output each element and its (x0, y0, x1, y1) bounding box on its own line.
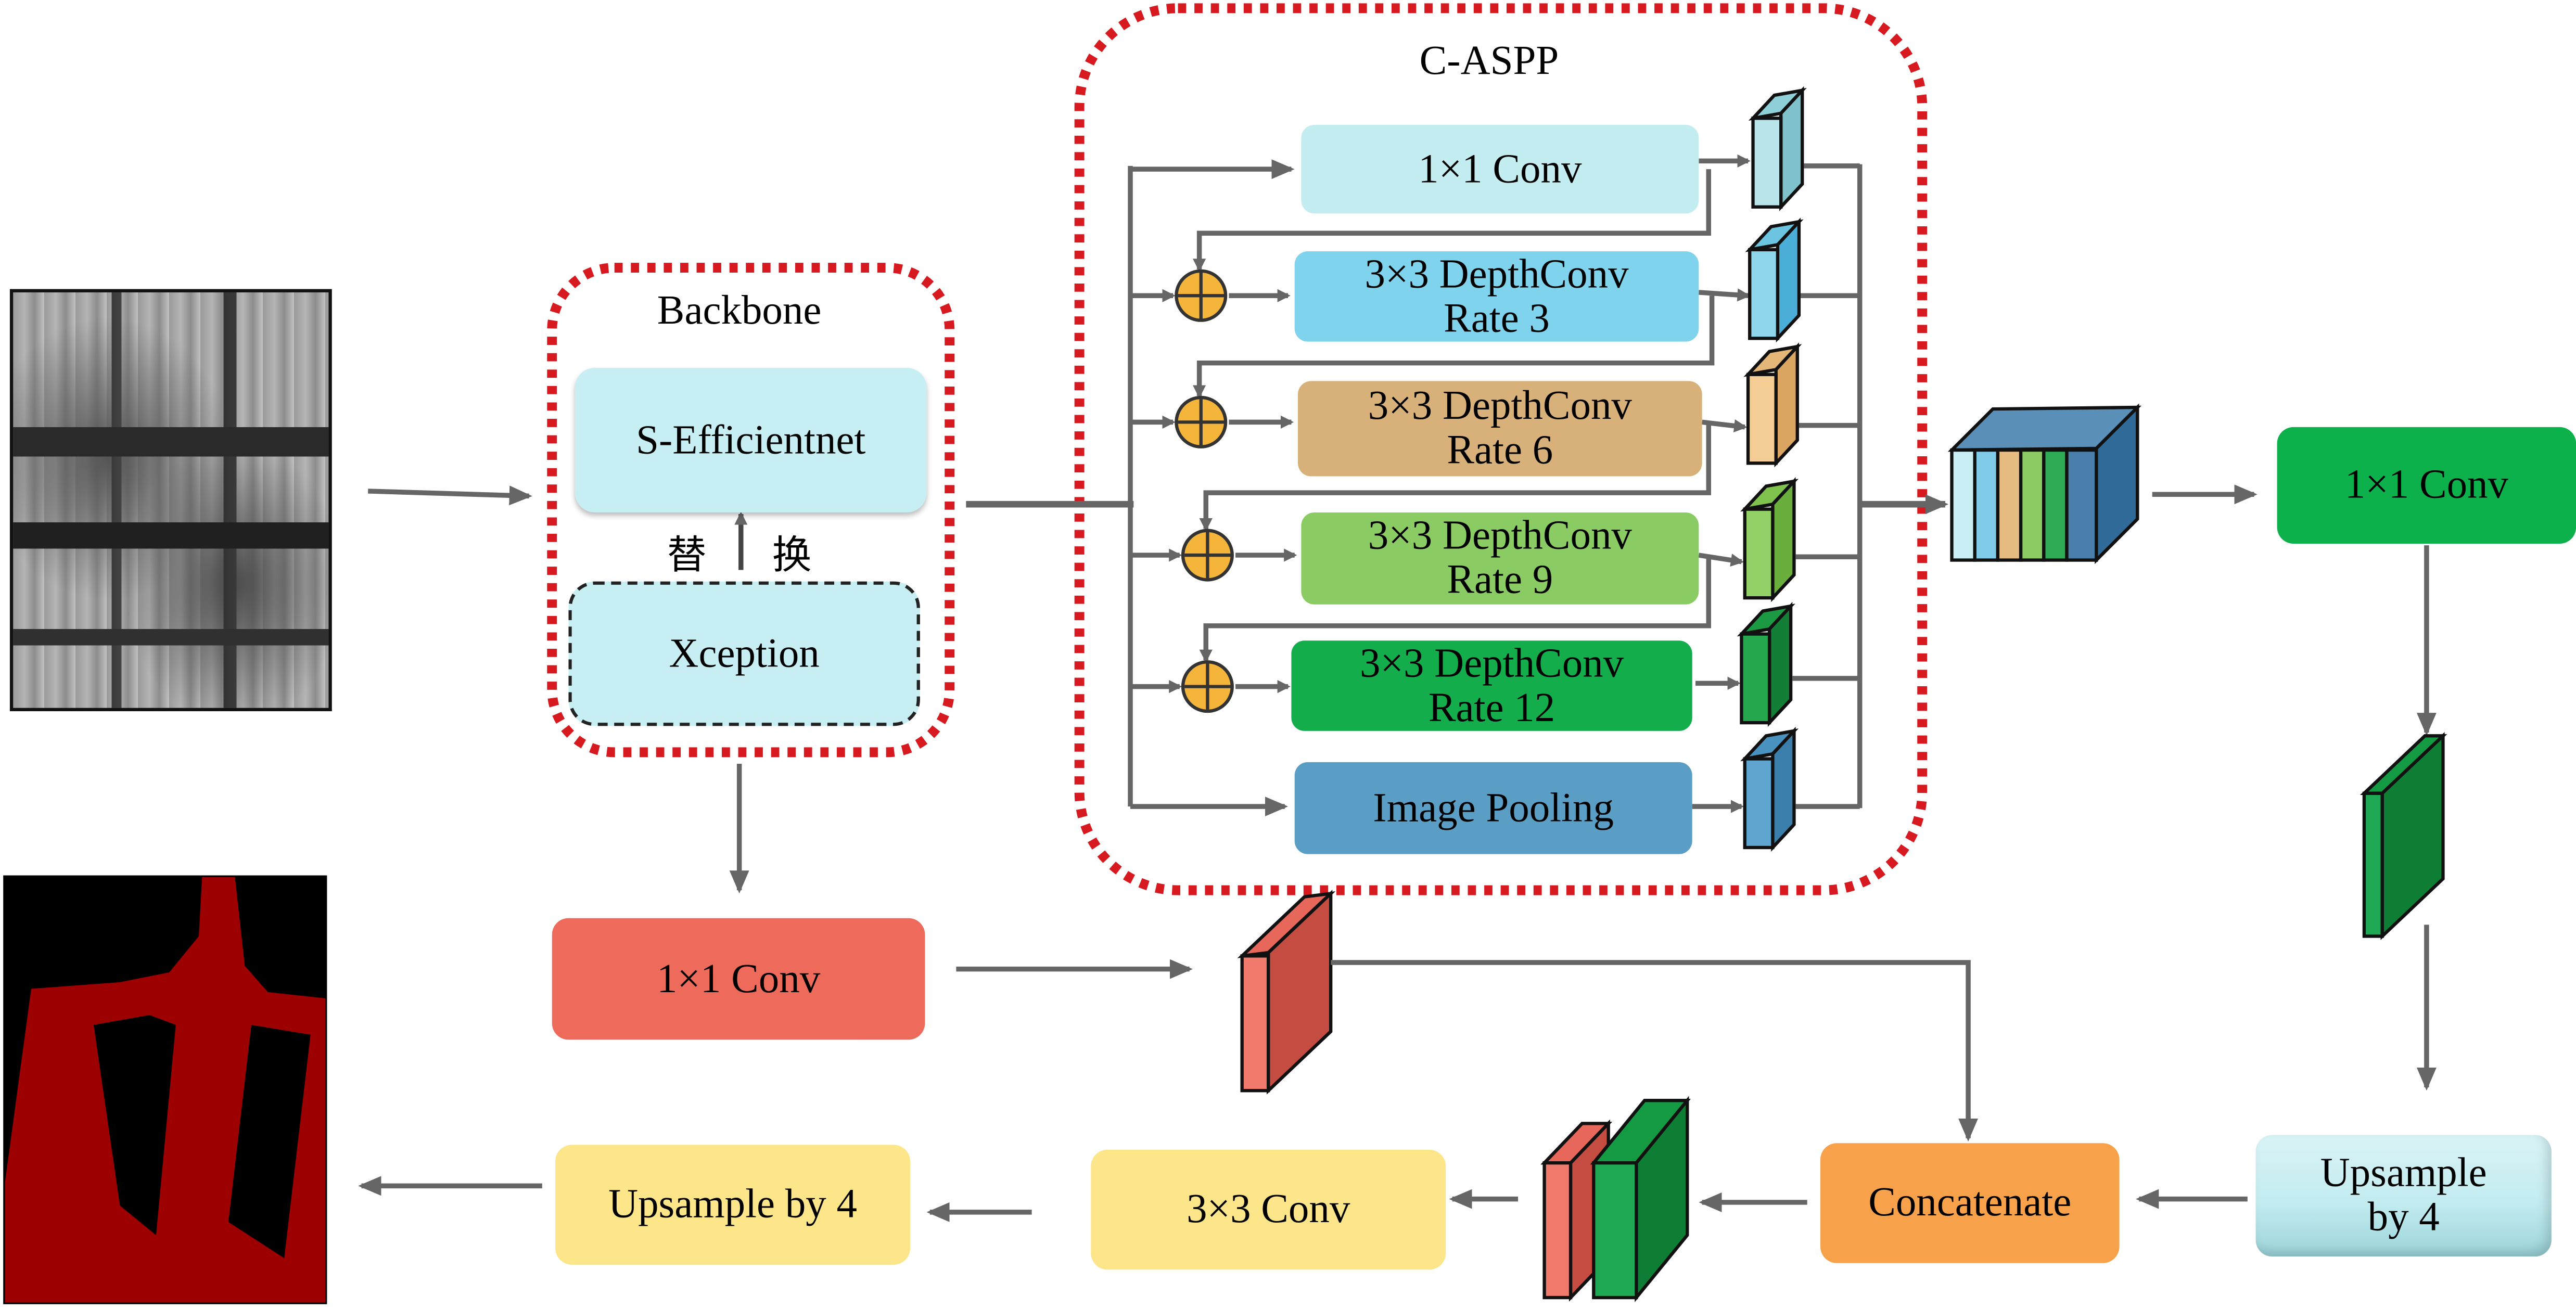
low-level-conv-box: 1×1 Conv (552, 918, 925, 1040)
concatenate-box: Concatenate (1820, 1143, 2120, 1263)
aspp-branch-4-rate: Rate 9 (1447, 558, 1553, 603)
feature-cube-icon (1740, 726, 1799, 852)
upsample-final-label: Upsample by 4 (608, 1183, 857, 1227)
aspp-branch-1-label: 1×1 Conv (1418, 147, 1582, 191)
feature-cube-icon (1740, 477, 1799, 602)
aspp-branch-5-rate: Rate 12 (1428, 686, 1555, 730)
arrow-out-3 (1702, 419, 1748, 433)
feature-cube-icon (1237, 890, 1336, 1095)
cascade-line-2 (1192, 296, 1715, 399)
backbone-primary-label: S-Efficientnet (636, 418, 866, 463)
cascade-line-1 (1192, 169, 1712, 272)
adder-icon (1181, 529, 1234, 582)
concatenate-label: Concatenate (1868, 1180, 2072, 1226)
backbone-alternative-box: Xception (568, 581, 920, 726)
feature-cube-icon (2360, 732, 2447, 940)
upsample-final-box: Upsample by 4 (555, 1145, 910, 1265)
replace-char-2: 换 (772, 532, 812, 579)
aspp-branch-1: 1×1 Conv (1301, 124, 1699, 214)
encoder-conv-label: 1×1 Conv (2344, 463, 2508, 508)
aspp-branch-6-label: Image Pooling (1373, 786, 1614, 830)
aspp-branch-3-rate: Rate 6 (1447, 428, 1553, 473)
aspp-branch-2-label: 3×3 DepthConv (1364, 252, 1629, 297)
feature-stack-icon (1947, 403, 2141, 564)
arrow-out-2 (1699, 288, 1751, 302)
aspp-branch-3-label: 3×3 DepthConv (1368, 384, 1632, 429)
aspp-branch-4-label: 3×3 DepthConv (1368, 514, 1632, 559)
conv3x3-box: 3×3 Conv (1091, 1149, 1446, 1270)
aspp-title: C-ASPP (1419, 39, 1559, 84)
feature-cube-icon (1745, 217, 1804, 343)
cascade-line-3 (1199, 422, 1712, 532)
adder-icon (1175, 395, 1228, 448)
output-image (3, 875, 327, 1304)
input-image (9, 289, 332, 711)
backbone-frame (547, 263, 955, 758)
segmentation-mask (5, 877, 326, 1303)
encoder-conv-box: 1×1 Conv (2277, 427, 2576, 544)
upsample-right-box: Upsample by 4 (2255, 1135, 2552, 1257)
aspp-branch-2-rate: Rate 3 (1444, 296, 1550, 341)
feature-cube-icon (1737, 601, 1795, 727)
adder-icon (1175, 269, 1228, 322)
upsample-right-line1: Upsample (2320, 1151, 2487, 1196)
backbone-alternative-label: Xception (669, 631, 820, 676)
aspp-branch-4: 3×3 DepthConv Rate 9 (1301, 512, 1699, 605)
backbone-primary-box: S-Efficientnet (575, 368, 927, 512)
aspp-branch-6: Image Pooling (1294, 762, 1692, 854)
backbone-title: Backbone (657, 289, 822, 333)
upsample-right-line2: by 4 (2367, 1196, 2440, 1240)
aspp-branch-5-label: 3×3 DepthConv (1360, 641, 1624, 686)
feature-cube-icon (1748, 86, 1807, 211)
conv3x3-label: 3×3 Conv (1187, 1187, 1350, 1232)
adder-icon (1181, 660, 1234, 713)
aspp-branch-3: 3×3 DepthConv Rate 6 (1298, 381, 1702, 477)
cascade-line-4 (1199, 555, 1712, 663)
aspp-branch-5: 3×3 DepthConv Rate 12 (1291, 640, 1692, 731)
low-level-conv-label: 1×1 Conv (656, 956, 821, 1002)
aspp-branch-2: 3×3 DepthConv Rate 3 (1294, 251, 1699, 342)
arrow-input (368, 485, 532, 506)
aspp-frame (1074, 3, 1928, 895)
feature-cube-icon (1743, 342, 1802, 468)
replace-char-1: 替 (667, 532, 707, 579)
arrow-out-4 (1698, 553, 1744, 567)
arrow-to-concat (1331, 960, 1979, 1142)
feature-stack-icon (1540, 1096, 1691, 1302)
